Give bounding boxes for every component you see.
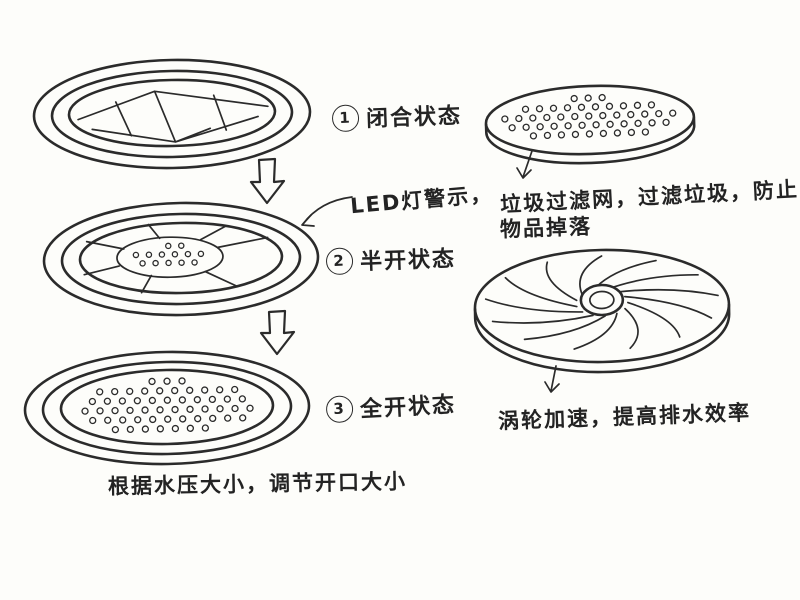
step-2-text: 半开状态 (359, 246, 457, 276)
step-3-text: 全开状态 (359, 392, 457, 423)
pressure-note: 根据水压大小，调节开口大小 (107, 469, 408, 499)
turbine-blades (484, 255, 719, 350)
turbine-disc-side (473, 303, 731, 374)
drain-closed-inner-ring (67, 78, 277, 148)
step-1-number: 1 (331, 103, 360, 132)
filter-caption-line2: 物品掉落 (499, 214, 593, 242)
drain-open-dots (81, 377, 254, 434)
drain-half-outer-ring (42, 201, 320, 317)
filter-caption-arrow (516, 150, 533, 179)
turbine-disc-diagram (473, 248, 731, 374)
down-arrow-2 (259, 309, 296, 356)
drain-closed-shutter-panels (77, 90, 269, 143)
turbine-hub-inner (589, 290, 615, 310)
drain-half-mid-ring (60, 212, 302, 306)
drain-open-mid-ring (41, 360, 293, 456)
step-1-label: 1 闭合状态 (331, 98, 462, 135)
step-3-number: 3 (325, 394, 354, 423)
drain-half-inner-ring (78, 221, 284, 295)
drain-open-inner-ring (59, 368, 275, 446)
drain-open-outer-ring (23, 350, 311, 466)
down-arrow-1 (249, 157, 286, 205)
drain-open-diagram (23, 350, 311, 466)
filter-disc-diagram (484, 84, 696, 165)
step-1-text: 闭合状态 (365, 103, 463, 133)
step-3-label: 3 全开状态 (325, 387, 457, 426)
step-2-label: 2 半开状态 (325, 241, 456, 278)
drain-half-opening (116, 236, 224, 279)
filter-disc-side (484, 116, 696, 165)
drain-half-dots (132, 242, 205, 267)
step-2-number: 2 (325, 246, 354, 275)
led-pointer-arrow (301, 196, 353, 227)
turbine-caption-arrow (544, 365, 560, 393)
drain-closed-outer-ring (32, 58, 312, 170)
filter-disc-dots (501, 93, 677, 140)
drain-half-shutter-panels (83, 223, 269, 294)
turbine-hub-outer (579, 283, 625, 317)
drain-closed-mid-ring (50, 69, 294, 159)
drain-half-open-diagram (42, 201, 320, 317)
drain-closed-diagram (32, 58, 312, 170)
